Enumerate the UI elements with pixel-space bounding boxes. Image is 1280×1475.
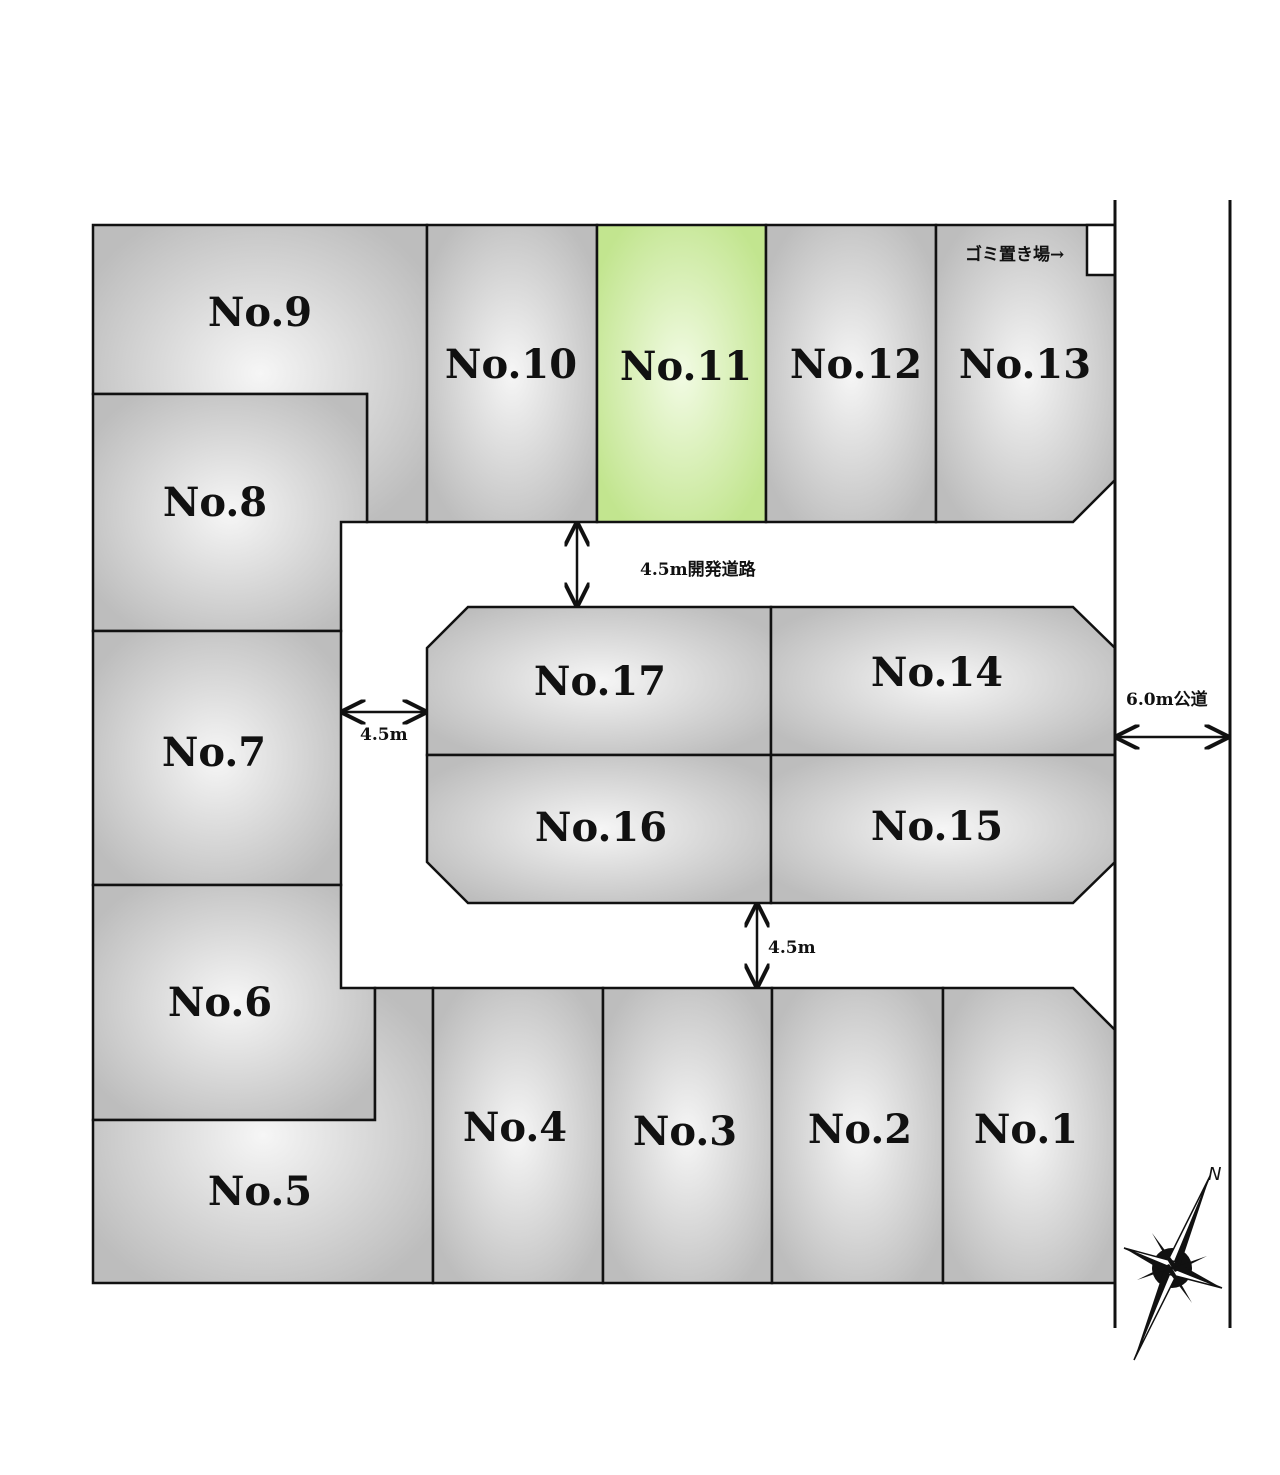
- lot-label-9: No.9: [208, 289, 312, 336]
- lot-label-16: No.16: [535, 804, 667, 851]
- south-road-label: 4.5m: [768, 938, 816, 958]
- lot-16[interactable]: [425, 753, 773, 905]
- lot-label-14: No.14: [871, 649, 1003, 696]
- public-road-label: 6.0m公道: [1126, 689, 1208, 710]
- garbage-label: ゴミ置き場→: [965, 244, 1064, 265]
- lot-13[interactable]: [934, 223, 1117, 524]
- dev-road-label: 4.5m開発道路: [640, 559, 757, 580]
- compass-icon: N: [1123, 1164, 1223, 1361]
- garbage-area: [1085, 223, 1117, 277]
- lot-label-13: No.13: [959, 341, 1091, 388]
- lot-label-8: No.8: [163, 479, 267, 526]
- north-label: N: [1208, 1164, 1221, 1185]
- lot-label-4: No.4: [463, 1104, 567, 1151]
- lot-label-15: No.15: [871, 803, 1003, 850]
- lot-label-17: No.17: [534, 658, 666, 705]
- lot-label-7: No.7: [162, 729, 266, 776]
- lot-label-2: No.2: [808, 1106, 912, 1153]
- west-road-label: 4.5m: [360, 725, 408, 745]
- lot-label-3: No.3: [633, 1108, 737, 1155]
- lot-label-10: No.10: [445, 341, 577, 388]
- lot-label-1: No.1: [974, 1106, 1078, 1153]
- lot-label-5: No.5: [208, 1168, 312, 1215]
- lot-label-12: No.12: [790, 341, 922, 388]
- lot-label-6: No.6: [168, 979, 272, 1026]
- lot-label-11: No.11: [620, 343, 752, 390]
- lot-15[interactable]: [769, 753, 1117, 905]
